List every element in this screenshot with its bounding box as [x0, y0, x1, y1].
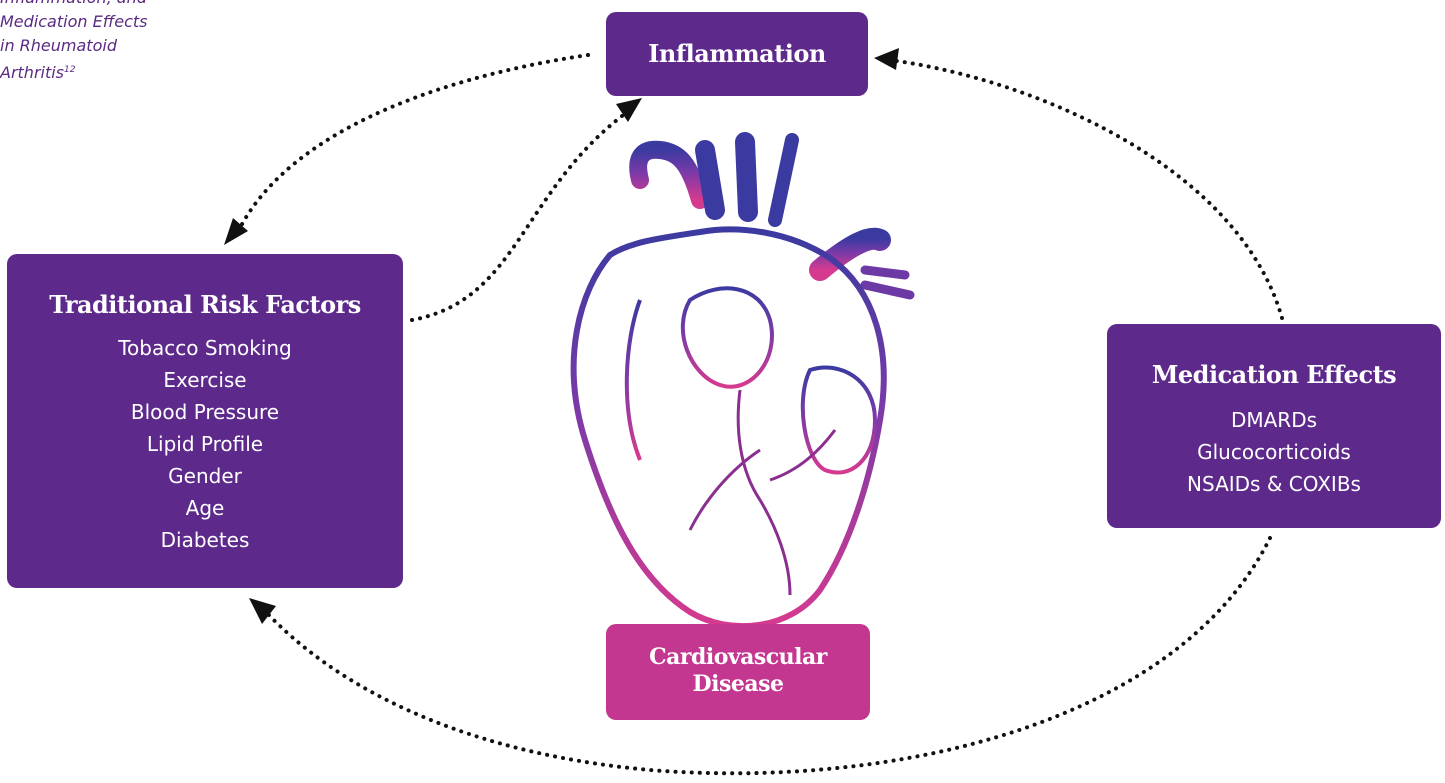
node-cvd-title: Cardiovascular Disease: [606, 644, 870, 698]
node-cardiovascular-disease: Cardiovascular Disease: [606, 624, 870, 720]
arrowhead-at-risk-top: [224, 218, 248, 245]
arrow-meds-to-inflammation: [890, 60, 1282, 318]
node-medication-effects: Medication Effects DMARDs Glucocorticoid…: [1107, 324, 1441, 528]
list-item: Glucocorticoids: [1107, 436, 1441, 468]
medication-list: DMARDs Glucocorticoids NSAIDs & COXIBs: [1107, 404, 1441, 500]
arrowhead-at-risk-bottom: [249, 598, 276, 624]
risk-factor-list: Tobacco Smoking Exercise Blood Pressure …: [7, 332, 403, 556]
list-item: NSAIDs & COXIBs: [1107, 468, 1441, 500]
arrowhead-at-inflammation-right: [874, 48, 899, 70]
node-cvd-title-line: Cardiovascular: [606, 644, 870, 671]
list-item: Gender: [7, 460, 403, 492]
node-meds-title: Medication Effects: [1107, 358, 1441, 392]
list-item: Exercise: [7, 364, 403, 396]
list-item: Lipid Profile: [7, 428, 403, 460]
list-item: DMARDs: [1107, 404, 1441, 436]
list-item: Blood Pressure: [7, 396, 403, 428]
node-risk-title: Traditional Risk Factors: [7, 288, 403, 322]
node-traditional-risk-factors: Traditional Risk Factors Tobacco Smoking…: [7, 254, 403, 588]
heart-illustration: [574, 140, 910, 626]
node-inflammation-title: Inflammation: [606, 12, 868, 96]
list-item: Diabetes: [7, 524, 403, 556]
list-item: Age: [7, 492, 403, 524]
node-cvd-title-line: Disease: [606, 671, 870, 698]
arrow-inflammation-to-risk: [236, 55, 588, 236]
arrowhead-at-inflammation-left: [616, 98, 642, 122]
node-inflammation: Inflammation: [606, 12, 868, 96]
list-item: Tobacco Smoking: [7, 332, 403, 364]
